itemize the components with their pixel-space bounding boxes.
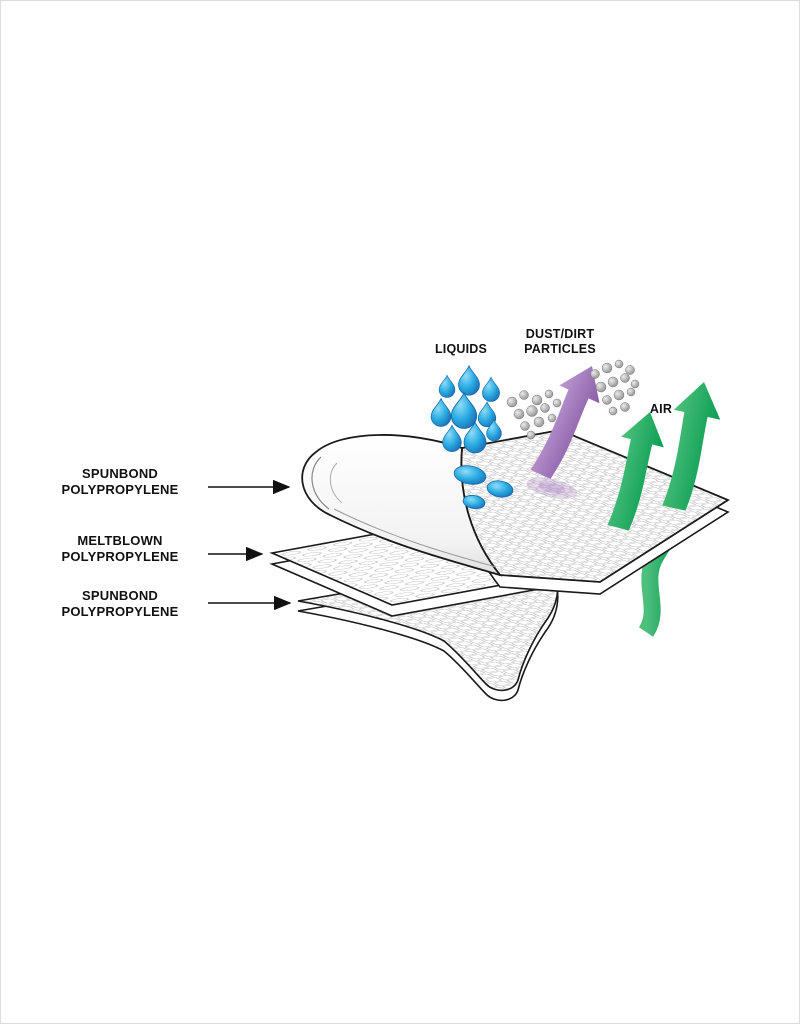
label-line: MELTBLOWN [77, 533, 163, 548]
label-air: AIR [649, 402, 673, 416]
label-spunbond-top: SPUNBOND POLYPROPYLENE [36, 466, 204, 498]
label-line: POLYPROPYLENE [61, 482, 179, 497]
surface-puddles [453, 465, 514, 510]
label-line: POLYPROPYLENE [61, 604, 179, 619]
label-line: DUST/DIRT [525, 327, 595, 341]
label-liquids: LIQUIDS [434, 342, 488, 356]
label-line: PARTICLES [524, 342, 596, 356]
top-sheet-curl [301, 434, 503, 577]
dust-particles-left [506, 389, 562, 440]
top-sheet [301, 429, 730, 595]
label-spunbond-bottom: SPUNBOND POLYPROPYLENE [36, 588, 204, 620]
dust-repel-arrow [523, 357, 613, 499]
label-line: SPUNBOND [82, 588, 158, 603]
label-meltblown: MELTBLOWN POLYPROPYLENE [36, 533, 204, 565]
label-dust: DUST/DIRT PARTICLES [500, 327, 620, 357]
label-line: SPUNBOND [82, 466, 158, 481]
liquid-droplets [430, 365, 502, 454]
label-pointer-arrows [208, 479, 292, 611]
dust-particles-right [590, 359, 640, 416]
label-line: POLYPROPYLENE [61, 549, 179, 564]
